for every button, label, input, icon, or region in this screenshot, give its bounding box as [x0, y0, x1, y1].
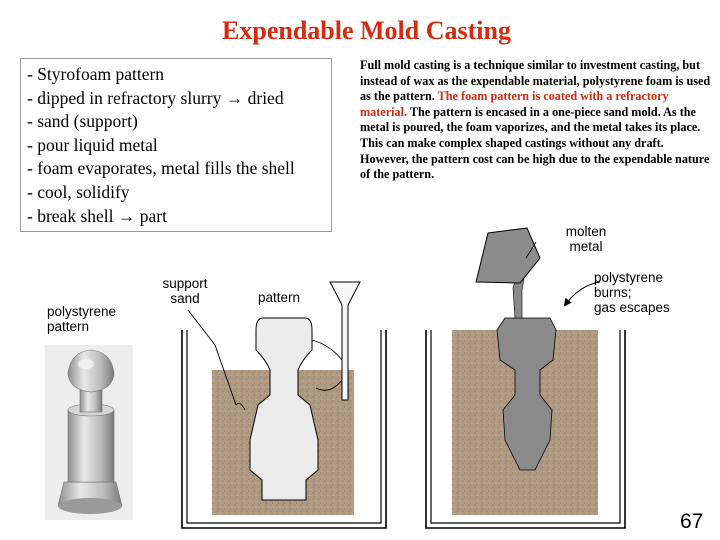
label-line: metal — [569, 239, 603, 254]
slide-title: Expendable Mold Casting — [222, 16, 511, 45]
label-line: burns; — [594, 285, 632, 300]
label-line: molten — [565, 224, 607, 239]
callout-lines — [187, 241, 537, 406]
label-polystyrene-pattern: polystyrene pattern — [47, 304, 116, 334]
bullet-item: - Styrofoam pattern — [27, 64, 165, 84]
label-molten-metal: molten metal — [556, 224, 616, 254]
label-line: polystyrene — [47, 304, 117, 319]
polystyrene-pattern-illustration — [45, 345, 133, 520]
bullet-item: - sand (support) — [27, 111, 138, 132]
description-text: The pattern is encased in a one-piece sa… — [360, 104, 710, 182]
bullet-item: - break shell → part — [27, 205, 167, 226]
label-line: pattern — [47, 319, 90, 334]
label-polystyrene-burns: polystyrene burns; gas escapes — [594, 270, 670, 315]
label-line: support — [162, 276, 208, 291]
bullet-item: - cool, solidify — [27, 181, 130, 202]
bullet-item: - pour liquid metal — [27, 134, 158, 155]
right-mold-flask — [425, 227, 626, 529]
description-text: Full mold casting is a technique similar… — [360, 58, 711, 104]
label-support-sand: support sand — [152, 276, 218, 306]
page-number: 67 — [680, 510, 704, 533]
label-pattern: pattern — [258, 290, 301, 305]
description-highlight: The foam pattern is coated with a refrac… — [360, 89, 669, 119]
label-line: sand — [170, 291, 200, 306]
label-line: polystyrene — [594, 270, 664, 285]
label-line: gas escapes — [594, 300, 670, 315]
description-paragraph: Full mold casting is a technique similar… — [360, 58, 712, 183]
bullet-item: - dipped in refractory slurry → dried — [27, 87, 284, 108]
bullet-item: - foam evaporates, metal fills the shell — [27, 158, 295, 179]
left-mold-flask — [181, 281, 387, 529]
bullet-list: - Styrofoam pattern - dipped in refracto… — [20, 58, 332, 232]
